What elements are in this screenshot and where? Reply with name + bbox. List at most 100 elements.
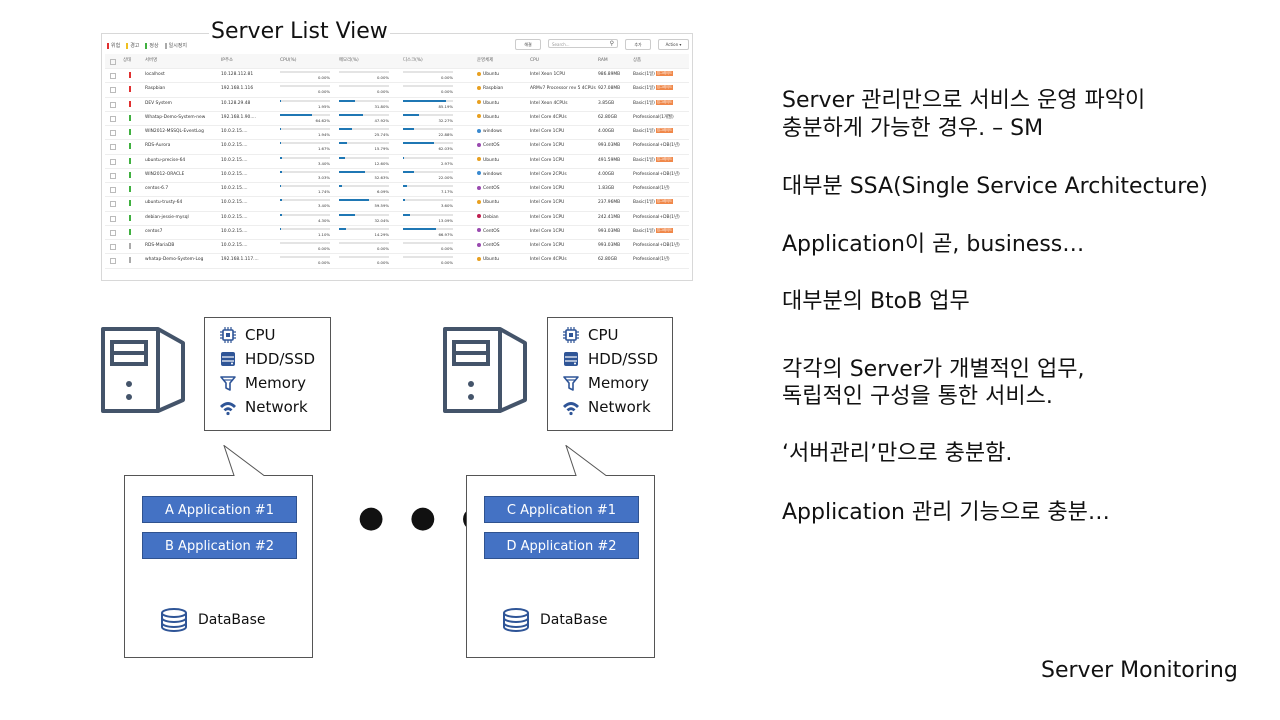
row-checkbox[interactable] bbox=[110, 73, 116, 79]
cell-os: windows bbox=[477, 125, 502, 139]
resolve-button[interactable]: 해결 bbox=[515, 39, 541, 50]
upgrade-badge[interactable]: 업그레이드 bbox=[655, 199, 674, 205]
memory-usage-bar bbox=[339, 113, 389, 116]
database-icon bbox=[161, 608, 187, 632]
row-checkbox[interactable] bbox=[110, 87, 116, 94]
cpu-usage-value: 1.10% bbox=[317, 231, 330, 237]
cell-name[interactable]: ubuntu-precise-64 bbox=[145, 157, 186, 163]
cell-cpu-spec: Intel Core 1CPU bbox=[530, 157, 565, 163]
search-icon[interactable]: ⚲ bbox=[609, 40, 614, 47]
os-name: CentOS bbox=[483, 243, 500, 248]
os-logo-icon bbox=[477, 128, 481, 133]
upgrade-badge[interactable]: 업그레이드 bbox=[655, 71, 674, 76]
cell-name[interactable]: centos-6.7 bbox=[145, 186, 169, 191]
cell-name[interactable]: Raspbian bbox=[145, 86, 166, 92]
col-plan[interactable]: 상품 bbox=[633, 58, 642, 63]
disk-usage-value: 13.09% bbox=[438, 217, 453, 223]
os-name: Ubuntu bbox=[483, 100, 500, 106]
col-ram[interactable]: RAM bbox=[598, 58, 608, 63]
memory-usage-fill bbox=[339, 128, 352, 130]
cell-name[interactable]: ubuntu-trusty-64 bbox=[145, 200, 183, 206]
resource-cpu: CPU bbox=[219, 324, 276, 346]
cell-ram: 927.08MB bbox=[598, 86, 621, 92]
col-name[interactable]: 서버명 bbox=[145, 58, 158, 63]
cell-plan: Basic(1일)업그레이드 bbox=[633, 82, 674, 96]
upgrade-badge[interactable]: 업그레이드 bbox=[655, 85, 674, 91]
disk-usage-value: 22.00% bbox=[438, 174, 453, 180]
upgrade-badge[interactable]: 업그레이드 bbox=[655, 128, 674, 133]
row-checkbox[interactable] bbox=[110, 172, 116, 179]
row-checkbox[interactable] bbox=[110, 201, 116, 208]
cell-cpu-spec: Intel Core 1CPU bbox=[530, 186, 565, 191]
cell-name[interactable]: WIN2012-ORACLE bbox=[145, 171, 185, 177]
app-b-button[interactable]: B Application #2 bbox=[142, 532, 297, 559]
upgrade-badge[interactable]: 업그레이드 bbox=[655, 99, 674, 105]
row-checkbox[interactable] bbox=[110, 115, 116, 122]
disk-usage-bar bbox=[403, 156, 453, 159]
disk-usage-fill bbox=[403, 227, 437, 230]
os-name: Ubuntu bbox=[483, 72, 500, 77]
row-checkbox[interactable] bbox=[110, 229, 116, 236]
status-indicator bbox=[129, 171, 131, 178]
cell-name[interactable]: WIN2012-MSSQL-EventLog bbox=[145, 129, 204, 134]
col-cpu[interactable]: CPU(%) bbox=[280, 58, 297, 63]
row-checkbox[interactable] bbox=[110, 158, 116, 165]
select-all-checkbox[interactable] bbox=[110, 59, 116, 65]
row-checkbox[interactable] bbox=[110, 244, 116, 250]
col-os[interactable]: 운영체제 bbox=[477, 58, 494, 63]
plan-name: Basic(1일) bbox=[633, 86, 655, 92]
row-checkbox[interactable] bbox=[110, 101, 116, 108]
app-a-button[interactable]: A Application #1 bbox=[142, 496, 297, 523]
cell-name[interactable]: DEV System bbox=[145, 100, 172, 106]
disk-usage-fill bbox=[403, 213, 410, 216]
row-checkbox[interactable] bbox=[110, 215, 116, 222]
cell-name[interactable]: centos7 bbox=[145, 228, 163, 234]
search-input[interactable]: Search... ⚲ bbox=[548, 39, 618, 48]
os-logo-icon bbox=[477, 85, 481, 90]
database-icon bbox=[503, 608, 529, 632]
memory-usage-bar bbox=[339, 185, 389, 187]
cell-name[interactable]: Whatap-Demo-System-new bbox=[145, 114, 206, 120]
cell-name[interactable]: RDS-MariaDB bbox=[145, 243, 175, 248]
row-checkbox[interactable] bbox=[110, 130, 116, 136]
col-cpu-spec[interactable]: CPU bbox=[530, 58, 539, 63]
col-disk[interactable]: 디스크(%) bbox=[403, 58, 423, 63]
cpu-usage-bar bbox=[280, 156, 330, 159]
plan-name: Basic(1일) bbox=[633, 72, 655, 77]
action-dropdown[interactable]: Action ▾ bbox=[658, 39, 689, 50]
resource-cpu-label: CPU bbox=[245, 326, 276, 344]
col-ip[interactable]: IP주소 bbox=[221, 58, 234, 63]
cell-name[interactable]: RDS-Aurora bbox=[145, 143, 171, 149]
note-line-8: ‘서버관리’만으로 충분함. bbox=[782, 441, 1013, 466]
upgrade-badge[interactable]: 업그레이드 bbox=[655, 156, 674, 162]
row-checkbox[interactable] bbox=[110, 144, 116, 151]
status-indicator bbox=[129, 257, 131, 264]
upgrade-badge[interactable]: 업그레이드 bbox=[655, 227, 674, 233]
col-status[interactable]: 상태 bbox=[123, 58, 132, 63]
col-memory[interactable]: 메모리(%) bbox=[339, 58, 359, 63]
row-checkbox[interactable] bbox=[110, 258, 116, 265]
app-d-button[interactable]: D Application #2 bbox=[484, 532, 639, 559]
app-c-button[interactable]: C Application #1 bbox=[484, 496, 639, 523]
cell-name[interactable]: debian-jessie-mysql bbox=[145, 214, 189, 220]
cpu-usage-bar bbox=[280, 256, 330, 259]
disk-usage-value: 62.03% bbox=[438, 146, 453, 152]
row-checkbox[interactable] bbox=[110, 187, 116, 193]
add-button[interactable]: 추가 bbox=[625, 39, 651, 50]
cell-name[interactable]: whatap-Demo-System-Log bbox=[145, 257, 204, 263]
cell-name[interactable]: localhost bbox=[145, 72, 165, 77]
